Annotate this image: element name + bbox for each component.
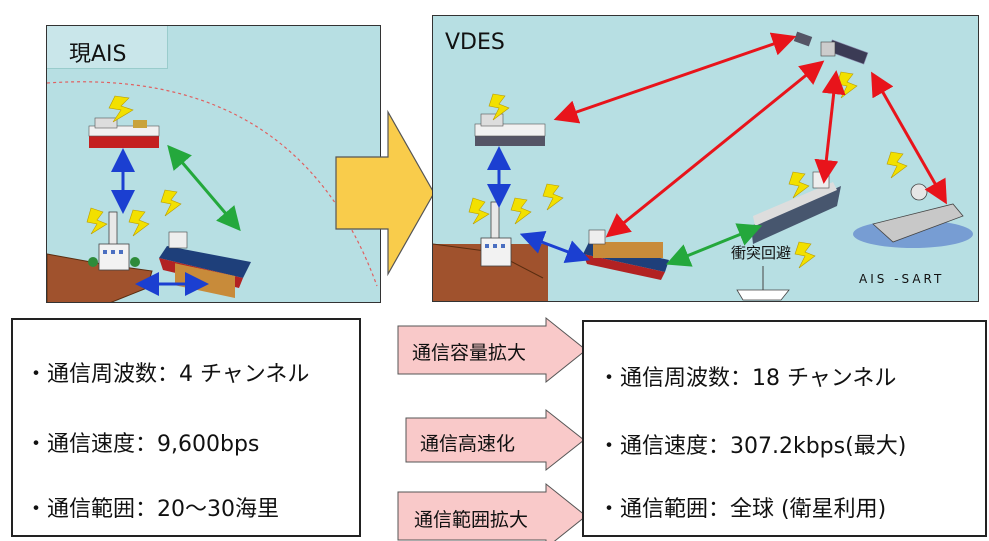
- lightning-icon: [794, 241, 816, 269]
- ship-left-icon: [474, 113, 546, 146]
- sinking-ship-icon: [853, 183, 973, 248]
- cargo-ship-icon: [159, 231, 251, 298]
- current-ais-title-box: [47, 26, 168, 69]
- lightning-icon: [886, 151, 908, 179]
- current-spec-range: ・通信範囲：20～30海里: [25, 497, 279, 522]
- ship-top-icon: [88, 117, 160, 148]
- lightning-icon: [542, 183, 564, 211]
- lightning-icon: [468, 197, 490, 225]
- small-boat-icon: [736, 266, 790, 301]
- satellite-icon: [793, 31, 869, 65]
- collision-avoidance-label: 衝突回避: [731, 244, 792, 262]
- current-ais-title: 現AIS: [69, 42, 127, 67]
- satellite-to-ship-arrow: [553, 32, 797, 124]
- cargo-to-tanker-arrow: [665, 223, 763, 267]
- satellite-to-cargo-arrow: [605, 60, 825, 238]
- vdes-spec-speed: ・通信速度：307.2kbps(最大): [598, 434, 907, 459]
- lightning-icon: [836, 71, 858, 99]
- ais-sart-label: AIS -SART: [859, 272, 945, 286]
- improvement-range: 通信範囲拡大: [414, 509, 529, 531]
- lightning-icon: [128, 209, 150, 237]
- improvement-speed: 通信高速化: [420, 433, 516, 455]
- cargo-ship-icon: [583, 229, 669, 280]
- current-spec-speed: ・通信速度：9,600bps: [25, 432, 260, 457]
- ship-to-ship-arrow: [167, 144, 241, 232]
- vdes-panel: VDES: [432, 15, 979, 302]
- improvement-capacity: 通信容量拡大: [412, 342, 527, 364]
- lightning-icon: [488, 93, 510, 121]
- station-to-cargo-arrow: [519, 230, 591, 264]
- lightning-icon: [510, 197, 532, 225]
- lightning-icon: [160, 189, 182, 217]
- base-station-icon: [480, 201, 512, 267]
- coastline-land: [433, 244, 548, 301]
- satellite-to-tanker-arrow: [814, 70, 846, 184]
- lightning-icon: [108, 95, 134, 123]
- lightning-icon: [86, 207, 108, 235]
- vdes-title: VDES: [445, 30, 505, 55]
- current-specs-box: ・通信周波数：4 チャンネル ・通信速度：9,600bps ・通信範囲：20～3…: [11, 318, 361, 537]
- vdes-spec-range: ・通信範囲：全球 (衛星利用): [598, 497, 887, 522]
- vdes-spec-frequency: ・通信周波数：18 チャンネル: [598, 366, 897, 391]
- current-spec-frequency: ・通信周波数：4 チャンネル: [25, 362, 310, 387]
- vdes-illustration: [433, 31, 973, 301]
- satellite-to-sart-arrow: [871, 71, 947, 205]
- current-ais-panel: 現AIS: [46, 25, 381, 303]
- current-ais-illustration: [47, 81, 378, 302]
- vdes-specs-box: ・通信周波数：18 チャンネル ・通信速度：307.2kbps(最大) ・通信範…: [582, 320, 987, 537]
- base-station-icon: [88, 211, 140, 271]
